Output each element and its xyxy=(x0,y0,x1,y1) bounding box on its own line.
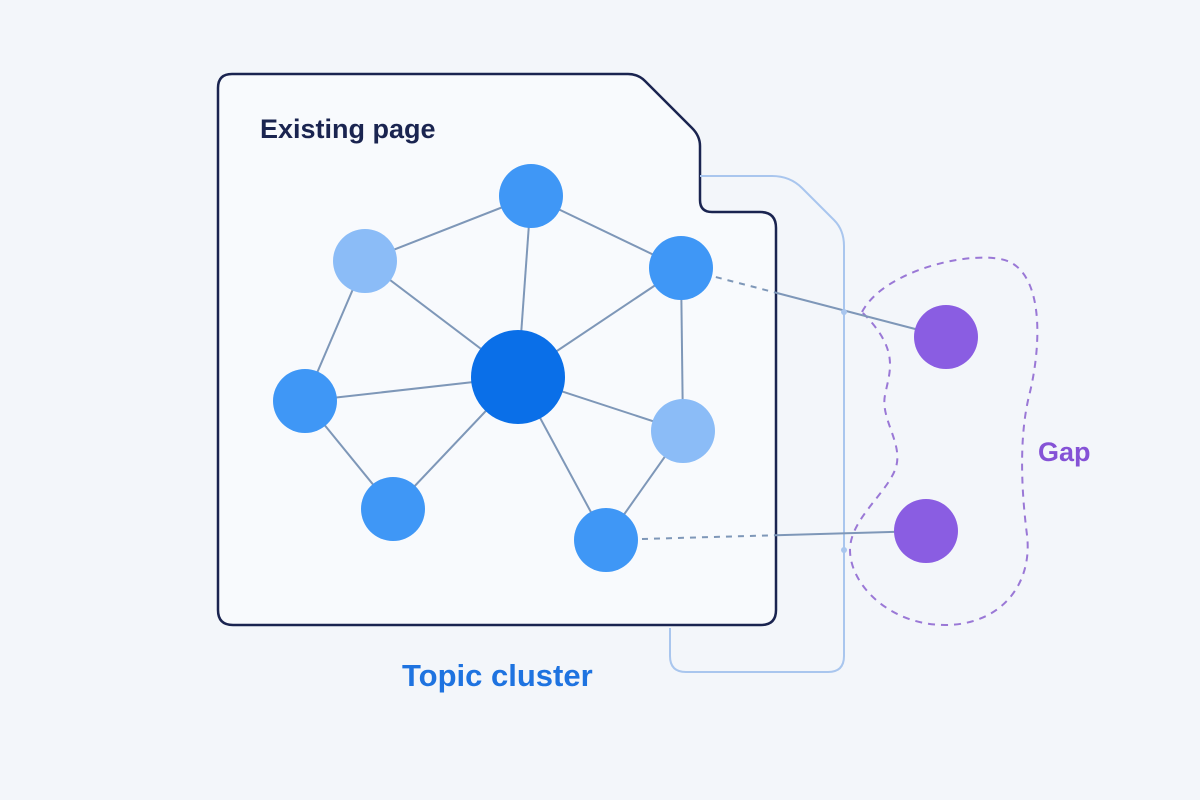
node-gap-top xyxy=(914,305,978,369)
gap-outline xyxy=(848,256,1039,627)
topic-cluster-outline xyxy=(669,175,845,673)
junction-dot xyxy=(841,547,847,553)
node-left xyxy=(273,369,337,433)
existing-page-label: Existing page xyxy=(260,114,436,144)
node-lower-left xyxy=(361,477,425,541)
node-top xyxy=(499,164,563,228)
node-gap-bottom xyxy=(894,499,958,563)
node-upper-right xyxy=(649,236,713,300)
topic-cluster-label: Topic cluster xyxy=(402,658,593,693)
junction-dot xyxy=(841,309,847,315)
node-lower-right xyxy=(574,508,638,572)
node-upper-left xyxy=(333,229,397,293)
gap-label: Gap xyxy=(1038,437,1091,467)
nodes-group xyxy=(273,164,978,572)
node-right xyxy=(651,399,715,463)
node-center xyxy=(471,330,565,424)
